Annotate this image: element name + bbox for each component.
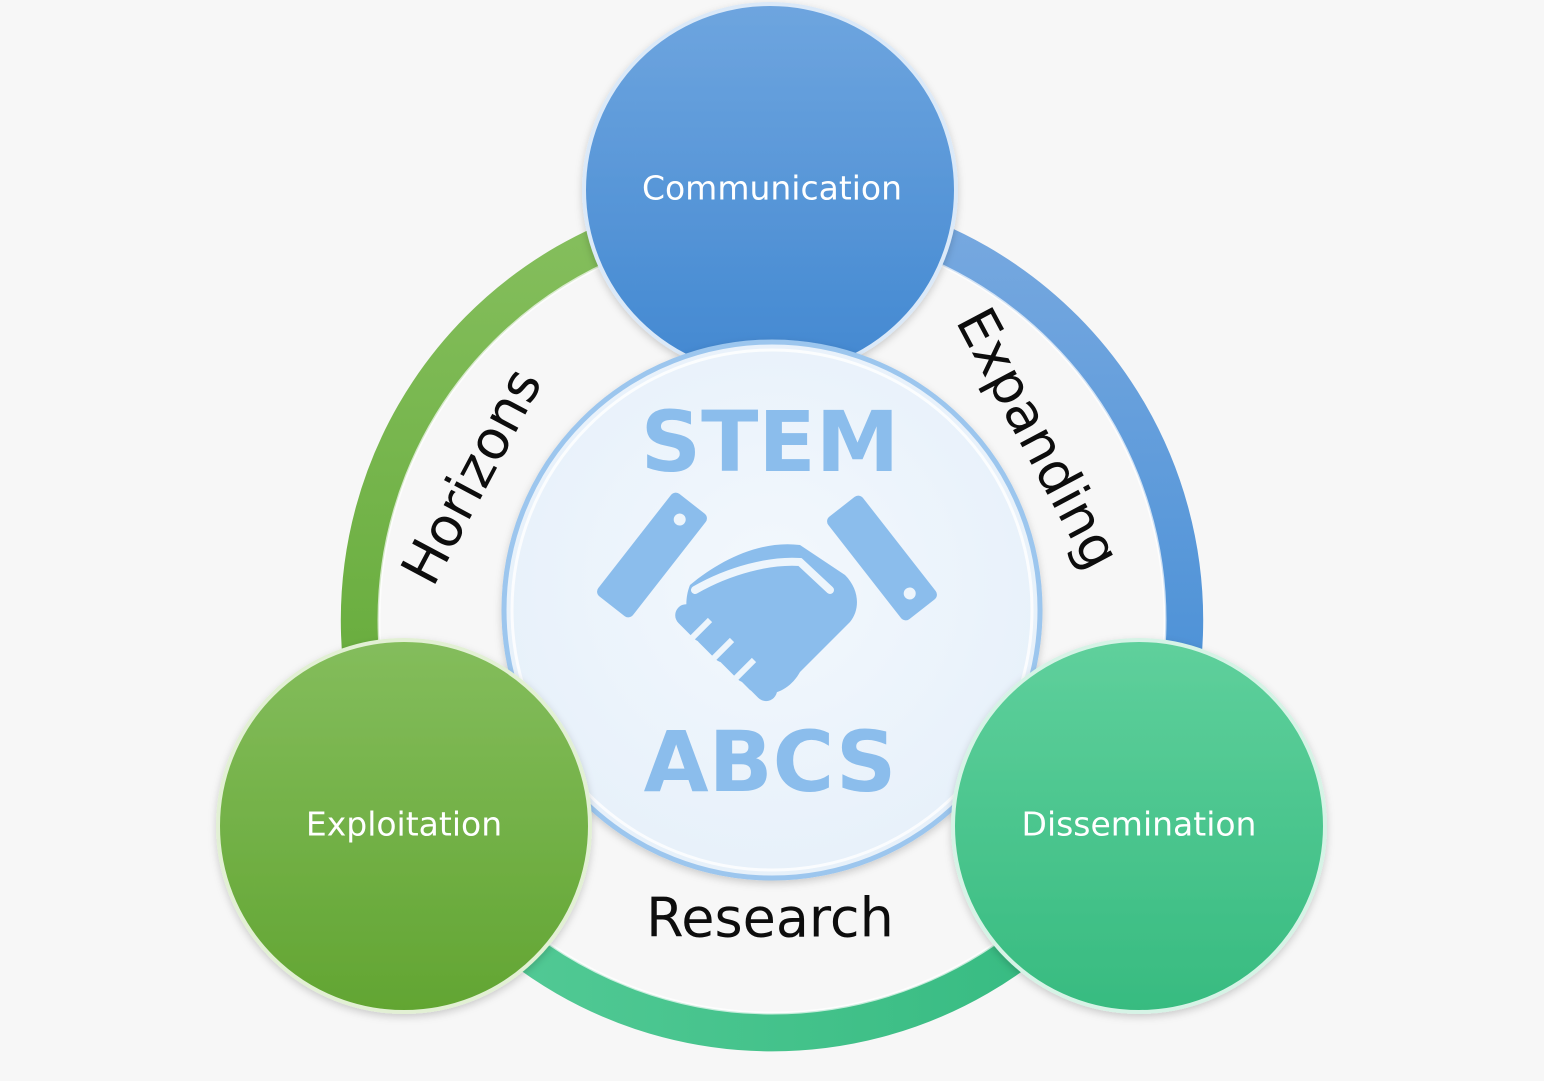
node-dissemination <box>951 638 1327 1014</box>
node-label-dissemination: Dissemination <box>1022 805 1257 844</box>
arc-label-research: Research <box>646 887 894 950</box>
center-title-stem: STEM <box>641 393 900 491</box>
node-exploitation <box>216 638 592 1014</box>
node-label-exploitation: Exploitation <box>306 805 502 844</box>
handshake-icon <box>597 492 937 702</box>
node-label-communication: Communication <box>642 169 902 208</box>
center-title-abcs: ABCS <box>644 713 897 811</box>
